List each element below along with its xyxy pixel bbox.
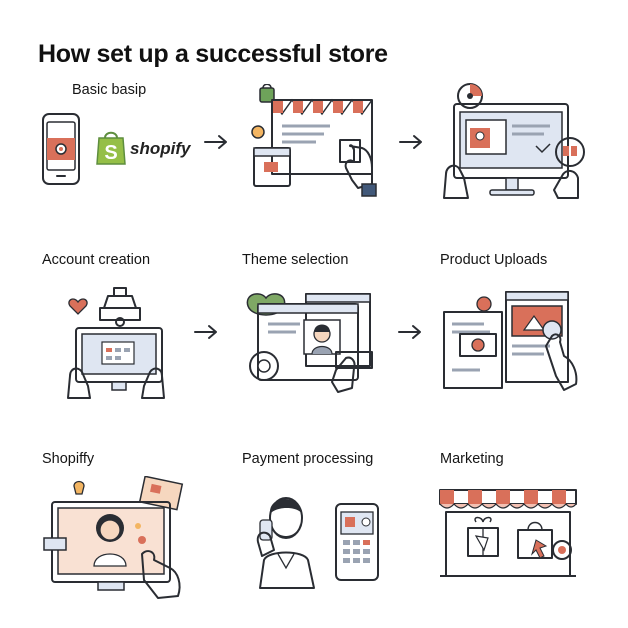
page-title: How set up a successful store (38, 40, 388, 68)
shopify-bag-icon: S (94, 128, 128, 166)
payment-processing-illustration (250, 490, 386, 590)
storefront-setup-illustration (246, 84, 386, 200)
label-product-uploads: Product Uploads (440, 252, 548, 268)
label-shopiffy: Shopiffy (42, 451, 95, 467)
label-payment-processing: Payment processing (242, 451, 374, 467)
arrow-right-icon (398, 134, 424, 150)
shopify-letter: S (104, 142, 117, 164)
theme-selection-illustration (240, 288, 380, 396)
marketing-storefront-illustration (436, 482, 586, 582)
phone-illustration (40, 112, 82, 186)
label-marketing: Marketing (440, 451, 504, 467)
label-theme-selection: Theme selection (242, 252, 349, 268)
label-account-creation: Account creation (42, 252, 151, 268)
label-basic-basip: Basic basip (72, 82, 147, 98)
shopify-wordmark: shopify (130, 139, 191, 158)
arrow-right-icon (203, 134, 229, 150)
product-uploads-illustration (440, 290, 586, 396)
account-creation-illustration (64, 282, 170, 400)
arrow-right-icon (397, 324, 423, 340)
monitor-dashboard-illustration (440, 82, 590, 200)
shopiffy-monitor-illustration (38, 476, 186, 600)
arrow-right-icon (193, 324, 219, 340)
